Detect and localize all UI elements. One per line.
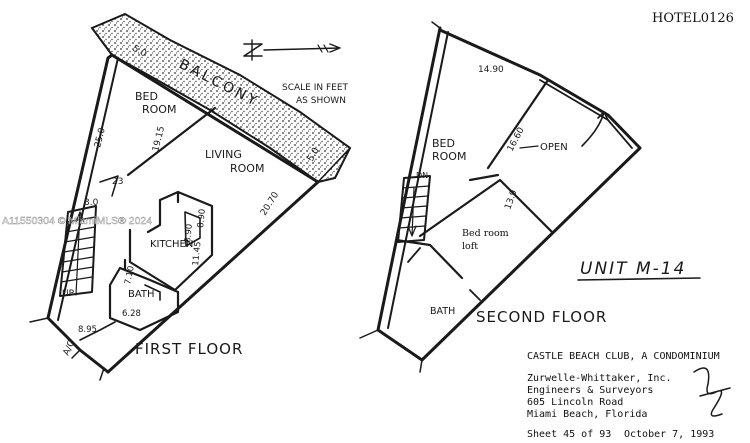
mls-watermark: A11550304 © MiamiMLS® 2024 — [2, 215, 153, 227]
ff-dim-kitchen-c: 11.45 — [191, 241, 203, 266]
kitchen-walls — [128, 190, 214, 292]
scale-note-line2: AS SHOWN — [296, 96, 346, 106]
sf-bedroom-label-1: BED — [432, 137, 455, 150]
sf-open-label: OPEN — [540, 142, 568, 153]
ff-living-label-2: ROOM — [230, 162, 264, 175]
sheet-number: Sheet 45 of 93 — [527, 429, 611, 440]
signature — [693, 367, 731, 417]
ff-dim-stair-top: 23 — [112, 177, 123, 187]
firm-address-2: Miami Beach, Florida — [527, 409, 647, 420]
loft-lower-wall — [418, 178, 554, 238]
ff-kitchen-label: KITCHEN — [150, 239, 193, 250]
firm-address-1: 605 Lincoln Road — [527, 397, 623, 408]
sf-loft-annotation-1: Bed room — [462, 228, 509, 239]
sf-loft-annotation-2: loft — [462, 241, 478, 252]
sf-dim-mid: 13.9 — [503, 189, 519, 212]
document-id: HOTEL0126 — [652, 11, 734, 26]
sf-dim-top: 14.90 — [478, 65, 504, 75]
ff-dim-bedroom-diag: 19.15 — [151, 125, 167, 152]
ff-dim-right-wall: 20.70 — [259, 190, 281, 217]
watermark-text: A11550304 © MiamiMLS® 2024 — [2, 215, 152, 227]
balcony-hatch — [90, 12, 352, 184]
unit-label: UNIT M-14 — [580, 259, 686, 279]
second-floor-title: SECOND FLOOR — [476, 308, 607, 326]
ff-bedroom-label-1: BED — [135, 90, 158, 103]
first-floor-plan: BALCONY 5.0 5.0 BED ROOM LIVING ROOM 25.… — [29, 12, 352, 381]
ff-dim-stair-w: 3.0 — [84, 198, 99, 208]
sheet-date: October 7, 1993 — [624, 429, 714, 440]
ff-stair-up-label: UP — [62, 289, 75, 299]
ff-dim-left-wall: 25.0 — [93, 127, 108, 149]
ff-dim-kitchen-a: 8.90 — [196, 208, 208, 228]
ff-bath-label: BATH — [128, 289, 155, 300]
ff-dim-kitchen-b: 8.90 — [183, 223, 195, 243]
first-floor-stair — [59, 175, 119, 297]
sf-dim-diag: 16.60 — [506, 126, 527, 154]
loft-diag-wall — [486, 78, 550, 170]
scale-note-line1: SCALE IN FEET — [282, 83, 349, 93]
firm-name: Zurwelle-Whittaker, Inc. — [527, 373, 672, 384]
bath-walls — [108, 258, 180, 332]
project-name: CASTLE BEACH CLUB, A CONDOMINIUM — [527, 351, 720, 362]
ff-dim-bath-a: 7.10 — [123, 265, 137, 286]
ff-bedroom-label-2: ROOM — [142, 103, 176, 116]
second-floor-stair — [397, 175, 431, 243]
ff-dim-ac: 8.95 — [78, 325, 97, 335]
firm-subtitle: Engineers & Surveyors — [527, 385, 653, 396]
second-floor-plan: 14.90 16.60 13.9 BED ROOM OPEN DN Bed ro… — [359, 21, 701, 373]
north-arrow — [243, 39, 341, 61]
ff-living-label-1: LIVING — [205, 148, 242, 161]
ff-dim-bath-b: 6.28 — [122, 309, 141, 319]
first-floor-title: FIRST FLOOR — [135, 340, 243, 358]
sf-bath-label: BATH — [430, 306, 455, 317]
sf-bedroom-label-2: ROOM — [432, 150, 466, 163]
title-block: CASTLE BEACH CLUB, A CONDOMINIUM Zurwell… — [527, 351, 731, 440]
bedroom-living-wall — [126, 106, 217, 177]
sf-stair-dn-label: DN — [416, 171, 428, 180]
